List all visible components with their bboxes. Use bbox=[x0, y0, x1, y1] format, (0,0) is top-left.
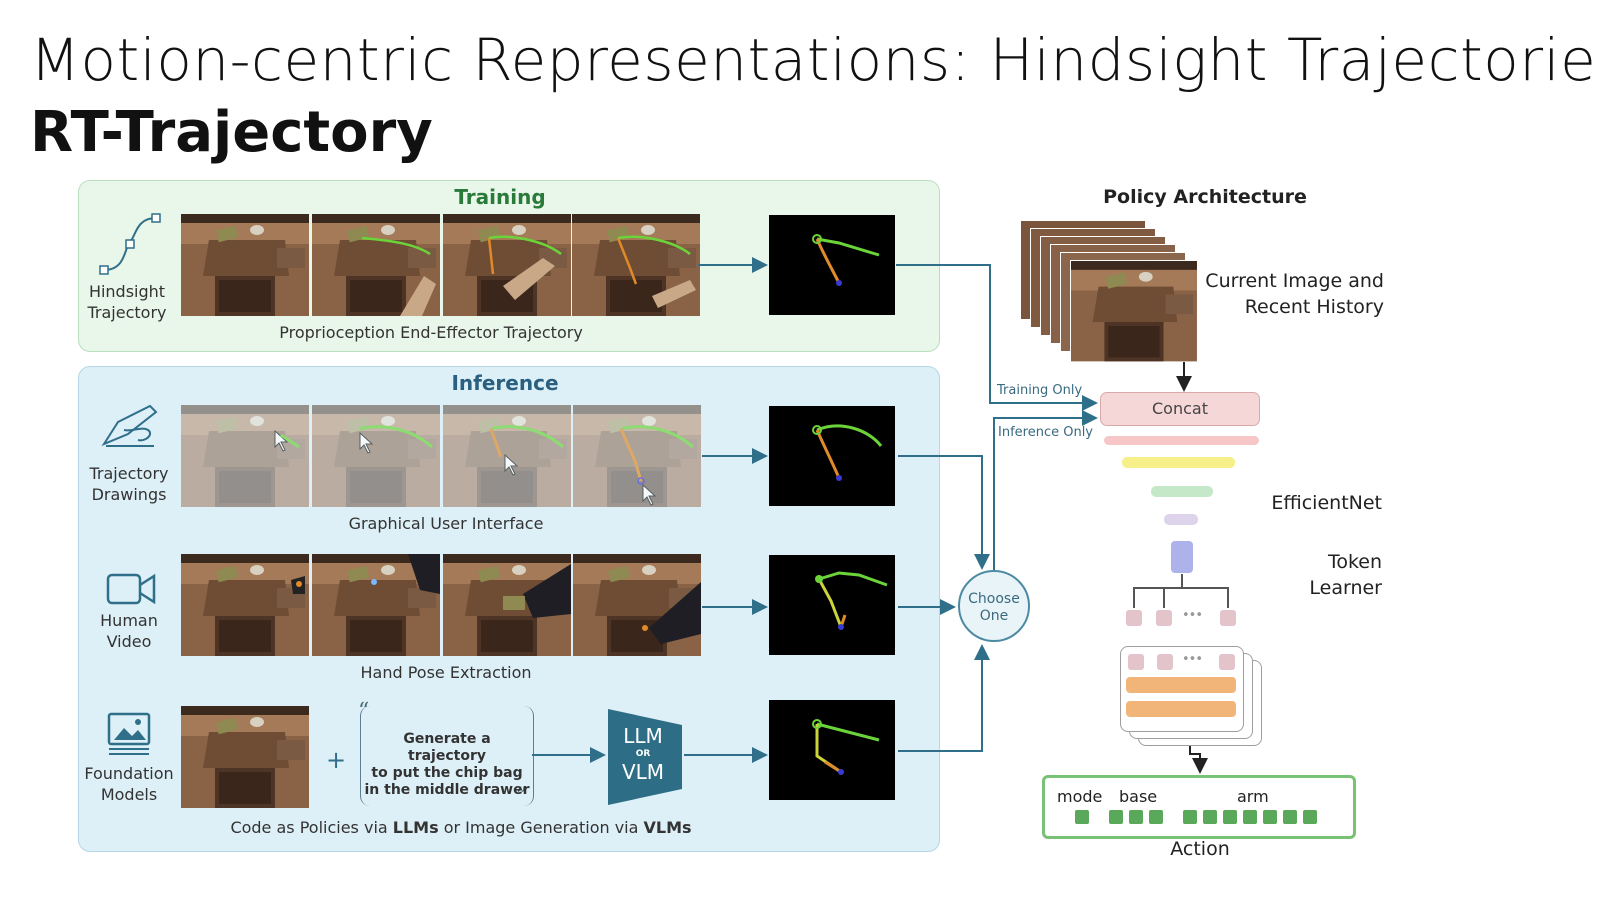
transformer-token-3 bbox=[1219, 654, 1235, 670]
action-tokens-box: mode base arm bbox=[1042, 775, 1356, 839]
image-icon bbox=[107, 712, 151, 755]
policy-title: Policy Architecture bbox=[1103, 186, 1307, 208]
action-mode-label: mode bbox=[1057, 787, 1103, 806]
training-frame-4 bbox=[572, 214, 700, 316]
action-token-arm-5 bbox=[1263, 810, 1277, 824]
plus-sign: + bbox=[326, 746, 347, 774]
action-base-label: base bbox=[1119, 787, 1158, 806]
token-2 bbox=[1156, 610, 1172, 626]
llm-vlm-block bbox=[608, 709, 682, 805]
hand-pose-caption: Hand Pose Extraction bbox=[360, 663, 532, 682]
transformer-token-2 bbox=[1157, 654, 1173, 670]
action-token-arm-3 bbox=[1223, 810, 1237, 824]
training-frame-2 bbox=[312, 214, 440, 316]
action-token-arm-6 bbox=[1283, 810, 1297, 824]
action-token-arm-2 bbox=[1203, 810, 1217, 824]
gui-frame-4 bbox=[573, 405, 701, 507]
inference-title: Inference bbox=[451, 371, 559, 395]
training-frame-3 bbox=[443, 214, 571, 316]
video-frame-2 bbox=[312, 554, 440, 656]
concat-block: Concat bbox=[1100, 392, 1260, 426]
action-token-arm-1 bbox=[1183, 810, 1197, 824]
action-token-base-3 bbox=[1149, 810, 1163, 824]
training-title: Training bbox=[454, 185, 546, 209]
action-caption: Action bbox=[1170, 838, 1230, 860]
token-1 bbox=[1126, 610, 1142, 626]
slide-title: Motion-centric Representations: Hindsigh… bbox=[30, 26, 1600, 94]
foundation-trajectory-output bbox=[769, 700, 895, 800]
image-history-stack bbox=[1020, 220, 1200, 365]
slide-subtitle: RT-Trajectory bbox=[30, 100, 433, 165]
transformer-token-1 bbox=[1128, 654, 1144, 670]
efficientnet-layer-3 bbox=[1151, 486, 1213, 497]
transformer-bar-2 bbox=[1126, 701, 1236, 717]
training-caption: Proprioception End-Effector Trajectory bbox=[279, 323, 583, 342]
action-token-mode bbox=[1075, 810, 1089, 824]
video-frame-4 bbox=[573, 554, 701, 656]
video-trajectory-output bbox=[769, 555, 895, 655]
efficientnet-layer-1 bbox=[1104, 436, 1259, 445]
training-trajectory-output bbox=[769, 215, 895, 315]
efficientnet-layer-4 bbox=[1164, 514, 1198, 525]
open-quote: “ bbox=[358, 699, 370, 724]
video-camera-icon bbox=[106, 573, 156, 605]
action-token-arm-4 bbox=[1243, 810, 1257, 824]
gui-frame-3 bbox=[443, 405, 571, 507]
token-learner-block bbox=[1171, 541, 1193, 573]
transformer-bar-1 bbox=[1126, 677, 1236, 693]
video-frame-1 bbox=[181, 554, 309, 656]
drawing-hand-icon bbox=[101, 404, 158, 447]
training-only-label: Training Only bbox=[997, 383, 1083, 398]
close-quote: ” bbox=[516, 784, 528, 809]
gui-frame-1 bbox=[181, 405, 309, 507]
action-token-base-2 bbox=[1129, 810, 1143, 824]
gui-trajectory-output bbox=[769, 406, 895, 506]
efficientnet-layer-2 bbox=[1122, 457, 1235, 468]
inference-only-label: Inference Only bbox=[998, 425, 1093, 440]
action-arm-label: arm bbox=[1237, 787, 1269, 806]
action-token-base-1 bbox=[1109, 810, 1123, 824]
action-token-arm-7 bbox=[1303, 810, 1317, 824]
token-ellipsis: ••• bbox=[1182, 608, 1203, 623]
video-frame-3 bbox=[443, 554, 571, 656]
gui-caption: Graphical User Interface bbox=[348, 514, 544, 533]
llm-vlm-label: LLM OR VLM bbox=[621, 724, 665, 784]
hindsight-trajectory-icon bbox=[99, 213, 161, 275]
foundation-caption: Code as Policies via LLMs or Image Gener… bbox=[230, 818, 692, 837]
token-3 bbox=[1220, 610, 1236, 626]
efficientnet-label: EfficientNet bbox=[1271, 492, 1382, 514]
gui-frame-2 bbox=[312, 405, 440, 507]
transformer-ellipsis: ••• bbox=[1182, 652, 1203, 667]
prompt-text: Generate a trajectory to put the chip ba… bbox=[364, 731, 530, 798]
